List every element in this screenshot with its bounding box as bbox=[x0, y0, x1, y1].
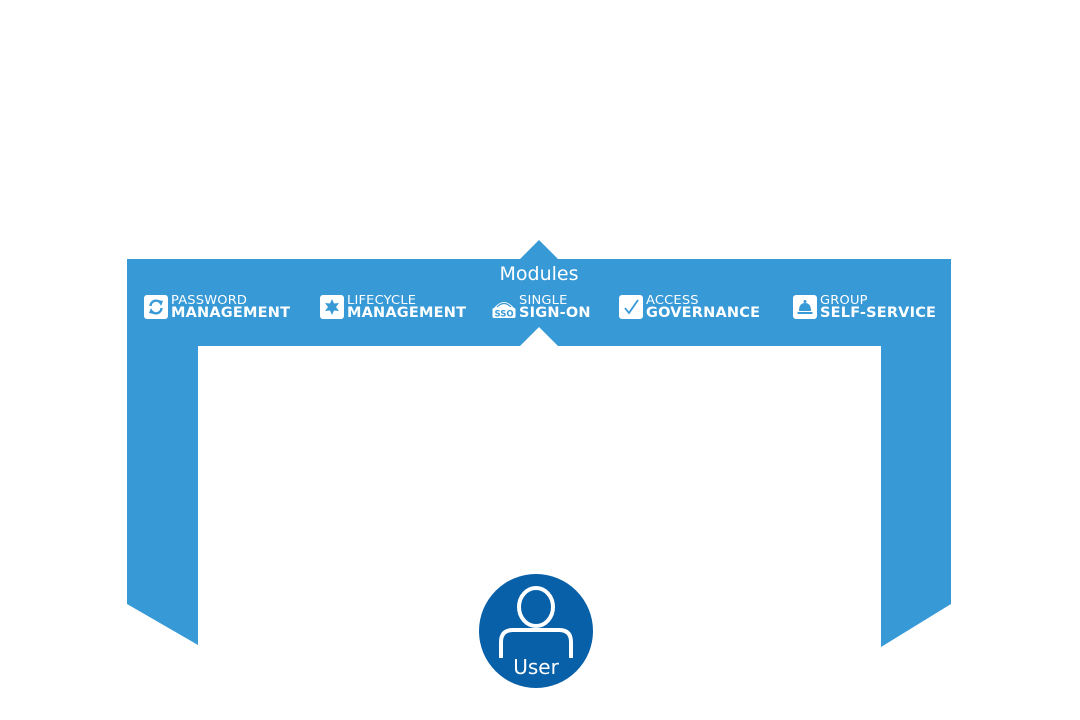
module-line2: SIGN-ON bbox=[519, 304, 591, 321]
module-single-sign-on[interactable]: SSO SINGLE SIGN-ON bbox=[492, 292, 591, 322]
module-line1: ACCESS bbox=[646, 293, 699, 308]
star-icon bbox=[320, 295, 344, 319]
left-leg bbox=[127, 340, 198, 645]
modules-title: Modules bbox=[499, 263, 579, 285]
modules-band bbox=[127, 240, 951, 346]
module-line2: MANAGEMENT bbox=[171, 304, 291, 321]
user-label: User bbox=[513, 655, 559, 679]
user-node[interactable]: User bbox=[479, 574, 593, 688]
sso-icon: SSO bbox=[492, 295, 516, 319]
module-line1: PASSWORD bbox=[171, 293, 248, 308]
refresh-icon bbox=[144, 295, 168, 319]
right-leg bbox=[881, 340, 951, 647]
module-line1: GROUP bbox=[820, 293, 868, 308]
service-bell-icon bbox=[793, 295, 817, 319]
module-line2: GOVERNANCE bbox=[646, 304, 761, 321]
module-password-management[interactable]: PASSWORD MANAGEMENT bbox=[144, 292, 290, 322]
module-lifecycle-management[interactable]: LIFECYCLE MANAGEMENT bbox=[320, 292, 466, 322]
module-access-governance[interactable]: ACCESS GOVERNANCE bbox=[619, 292, 760, 322]
module-line1: SINGLE bbox=[519, 293, 568, 308]
module-line1: LIFECYCLE bbox=[347, 293, 417, 308]
module-line2: MANAGEMENT bbox=[347, 304, 467, 321]
user-icon bbox=[499, 586, 573, 658]
module-line2: SELF-SERVICE bbox=[820, 304, 937, 321]
module-group-self-service[interactable]: GROUP SELF-SERVICE bbox=[793, 292, 936, 322]
checkmark-icon bbox=[619, 295, 643, 319]
sso-icon-text: SSO bbox=[494, 310, 513, 320]
